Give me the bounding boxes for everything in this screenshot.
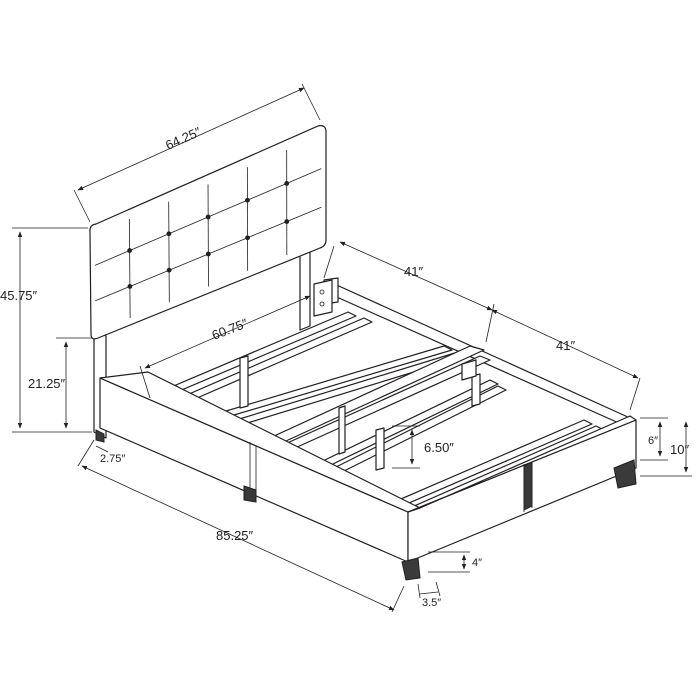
tuft-button	[284, 181, 290, 186]
tuft-button	[127, 284, 133, 289]
tuft-button	[245, 235, 250, 241]
tuft-button	[245, 197, 250, 203]
label-slat-support: 6.50″	[424, 440, 454, 455]
label-post-depth: 2.75″	[100, 453, 125, 465]
label-half-length-2: 41″	[556, 338, 575, 353]
tuft-button	[205, 214, 211, 220]
bed-frame	[95, 277, 637, 581]
label-headboard-to-rail: 21.25″	[28, 376, 66, 391]
tuft-seam-vertical	[168, 201, 170, 303]
label-rail-height: 6″	[648, 435, 658, 447]
tuft-button	[166, 231, 172, 237]
label-half-length-1: 41″	[404, 264, 423, 279]
label-inner-width: 60.75″	[210, 315, 250, 342]
label-headboard-width: 64.25″	[163, 124, 203, 153]
tuft-button	[205, 251, 211, 257]
label-headboard-height: 45.75″	[0, 288, 38, 303]
tuft-button	[166, 267, 172, 273]
slat	[195, 345, 453, 425]
tuft-button	[284, 219, 290, 224]
tuft-seam-vertical	[128, 218, 131, 319]
dimension-lines	[12, 83, 692, 613]
label-side-height: 10″	[670, 442, 689, 457]
tuft-button	[127, 248, 133, 253]
label-leg-width: 3.5″	[422, 597, 441, 609]
label-leg-height: 4″	[472, 557, 482, 569]
label-overall-length: 85.25″	[216, 528, 254, 543]
